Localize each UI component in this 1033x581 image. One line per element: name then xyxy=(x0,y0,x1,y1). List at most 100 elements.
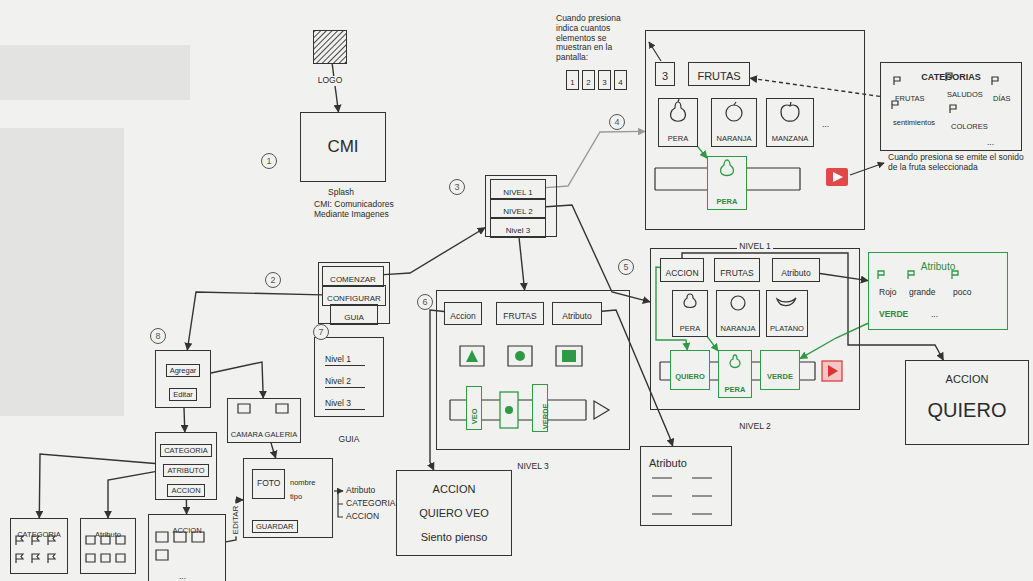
node-text: poco xyxy=(953,288,971,298)
text-slot: GUIA xyxy=(331,306,377,324)
category-button: FRUTAS xyxy=(714,258,760,282)
flow-arrow xyxy=(39,454,155,518)
node-text: QUIERO xyxy=(928,399,1007,422)
flow-arrow xyxy=(519,238,524,290)
text-slot: 4 xyxy=(609,111,625,130)
text-slot: QUIERO xyxy=(906,399,1028,422)
screen-box: NIVEL 1NIVEL 2Nivel 33 xyxy=(485,175,557,237)
play-triangle xyxy=(833,172,843,182)
selected-card: PERA xyxy=(707,156,747,210)
flow-arrow xyxy=(602,310,673,446)
node-text: Atributo xyxy=(649,457,687,470)
blurred-patch xyxy=(0,128,124,416)
leader-arrow xyxy=(649,42,661,61)
text-slot: nombre xyxy=(290,471,315,489)
node-text: QUIERO xyxy=(675,373,705,382)
edge-label: EDITAR xyxy=(232,504,241,537)
item-squares xyxy=(156,532,204,560)
node-text: Siento pienso xyxy=(421,531,488,544)
node-text: PERA xyxy=(668,135,688,144)
node-text: SALUDOS xyxy=(947,91,983,100)
photo-form: FOTOnombretipoGUARDAR xyxy=(243,458,333,538)
pear-icon xyxy=(721,160,734,176)
text-slot: Atributo xyxy=(81,523,135,541)
text-slot: CMI xyxy=(301,137,385,157)
triangle-icon xyxy=(466,350,478,362)
category-button: Atributo xyxy=(552,302,602,325)
note-text: Splash xyxy=(328,188,354,198)
action-list: ACCION QUIERO xyxy=(905,360,1029,445)
orange-icon xyxy=(726,105,742,121)
callout-number: 1 xyxy=(261,153,277,169)
node-text: GUIA xyxy=(344,313,364,322)
count-button: 3 xyxy=(655,62,675,86)
node-text: CATEGORIA xyxy=(17,531,61,540)
count-option: 1 xyxy=(566,70,579,90)
text-slot: 3 xyxy=(599,71,610,89)
screen-caption: GUIA xyxy=(337,435,362,445)
text-slot: 3 xyxy=(449,176,465,195)
note-text: ACCION xyxy=(346,512,379,522)
node-text: 4 xyxy=(618,78,622,87)
image-card: PLATANO xyxy=(766,290,808,337)
text-slot: ... xyxy=(987,131,994,149)
text-slot: Nivel 3 xyxy=(325,392,365,410)
screen-box: 1CMI xyxy=(300,112,386,182)
text-slot: grande xyxy=(909,281,935,299)
node-text: Nivel 3 xyxy=(506,226,530,235)
node-text: ACCION xyxy=(946,373,989,386)
flow-arrow xyxy=(750,78,880,96)
play-button xyxy=(826,168,848,186)
flow-arrow xyxy=(820,273,868,280)
node-text: FRUTAS xyxy=(503,312,536,322)
text-slot: CAMARA GALERIA xyxy=(228,423,300,441)
node-text: NIVEL 1 xyxy=(503,188,533,197)
flow-arrow xyxy=(682,253,943,360)
text-slot: 1 xyxy=(567,71,578,89)
level-button: Nivel 3 xyxy=(490,217,546,238)
text-slot: NIVEL 1 xyxy=(491,181,545,199)
category-button: ACCION xyxy=(660,258,704,282)
text-slot: GUARDAR xyxy=(252,515,298,533)
node-text: 1 xyxy=(570,78,574,87)
node-text: Agregar xyxy=(166,364,201,377)
text-slot: Atributo xyxy=(553,305,601,323)
attribute-list: AtributoRojograndepocoVERDE... xyxy=(868,252,1008,330)
level-button: NIVEL 2 xyxy=(490,198,546,219)
node-text: ... xyxy=(931,310,938,320)
screen-box: COMENZARCONFIGURARGUIA2 xyxy=(318,262,390,324)
node-text: Rojo xyxy=(879,288,896,298)
text-slot: 8 xyxy=(150,325,166,344)
node-text: FRUTAS xyxy=(895,95,924,104)
callout-number: 3 xyxy=(449,179,465,195)
callout-number: 8 xyxy=(150,328,166,344)
callout-number: 4 xyxy=(609,114,625,130)
text-slot: FRUTAS xyxy=(715,262,759,280)
text-slot: DÍAS xyxy=(993,87,1011,105)
pear-icon xyxy=(671,99,686,121)
image-card: NARANJA xyxy=(716,290,759,337)
text-slot: ACCION xyxy=(906,369,1028,387)
dot-icon xyxy=(505,406,513,414)
note-text: CATEGORIA xyxy=(346,499,395,509)
category-list: CATEGORIASFRUTASSALUDOSDÍASsentimientosC… xyxy=(880,62,1022,151)
flow-arrow xyxy=(211,362,263,398)
text-slot: Agregar xyxy=(156,359,210,377)
node-text: PERA xyxy=(717,198,738,207)
screen-panel: 3FRUTASPERANARANJAMANZANAPERA4...NIVEL 1 xyxy=(645,30,865,230)
node-text: FOTO xyxy=(252,469,285,499)
text-slot: PERA xyxy=(708,190,746,208)
selected-card: VERDE xyxy=(532,384,548,432)
text-slot: CATEGORIA xyxy=(156,439,216,457)
text-slot: 1 xyxy=(261,150,277,169)
node-text: VERDE xyxy=(542,403,551,429)
dot-card xyxy=(500,392,518,428)
flow-arrow xyxy=(186,500,188,514)
text-slot: VERDE xyxy=(533,404,547,422)
rect-icon xyxy=(562,350,576,362)
text-slot: Editar xyxy=(156,383,210,401)
note-text: Cuando presiona se emite el sonido de la… xyxy=(888,153,1026,173)
text-slot: CATEGORIA xyxy=(11,523,67,541)
node-text: CATEGORIAS xyxy=(921,72,980,82)
play-triangle xyxy=(828,365,838,377)
